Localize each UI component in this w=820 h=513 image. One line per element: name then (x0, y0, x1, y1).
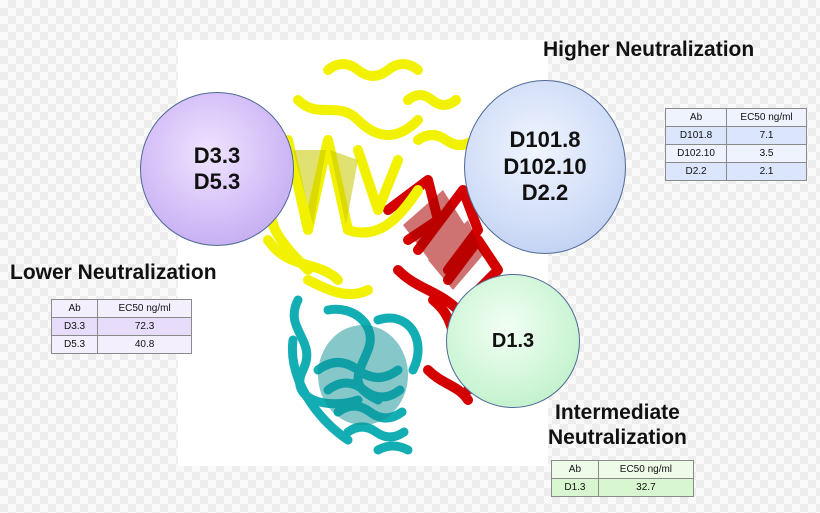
table-cell: 40.8 (97, 335, 192, 354)
table-cell: 72.3 (97, 317, 192, 336)
intermediate-neutralization-heading: Intermediate Neutralization (548, 400, 687, 450)
intermediate-ec50-table: Ab EC50 ng/ml D1.3 32.7 (551, 460, 695, 497)
lower-neutralization-heading: Lower Neutralization (10, 261, 217, 284)
yellow-shading (293, 150, 358, 225)
table-cell: D5.3 (50, 335, 99, 354)
table-cell: 3.5 (726, 144, 807, 163)
antibody-label: D102.10 (503, 153, 587, 179)
table-cell: D101.8 (664, 126, 728, 145)
table-cell: 32.7 (597, 478, 695, 497)
intermediate-neutralization-circle: D1.3 (446, 274, 580, 408)
table-row: D101.8 7.1 (664, 126, 807, 145)
table-row: D2.2 2.1 (664, 162, 807, 181)
higher-neutralization-heading: Higher Neutralization (543, 38, 755, 61)
table-header-cell: Ab (664, 108, 728, 127)
table-header-cell: EC50 ng/ml (726, 108, 807, 127)
heading-line: Intermediate (554, 401, 680, 424)
table-header-cell: EC50 ng/ml (597, 460, 695, 479)
table-header-row: Ab EC50 ng/ml (551, 460, 695, 479)
table-row: D5.3 40.8 (50, 335, 192, 354)
table-header-row: Ab EC50 ng/ml (50, 299, 192, 318)
cyan-shading (318, 325, 408, 425)
table-cell: 7.1 (726, 126, 807, 145)
protein-ribbon-image (263, 59, 503, 455)
lower-neutralization-circle: D3.3 D5.3 (140, 92, 294, 246)
antibody-label: D3.3 (193, 142, 241, 168)
table-header-cell: EC50 ng/ml (97, 299, 192, 318)
table-row: D1.3 32.7 (551, 478, 695, 497)
table-cell: D3.3 (50, 317, 99, 336)
heading-line: Neutralization (548, 426, 687, 450)
table-header-cell: Ab (50, 299, 99, 318)
antibody-label: D2.2 (521, 180, 569, 206)
table-row: D3.3 72.3 (50, 317, 192, 336)
table-header-row: Ab EC50 ng/ml (664, 108, 807, 127)
table-cell: D1.3 (551, 478, 599, 497)
antibody-label: D1.3 (491, 330, 535, 352)
higher-neutralization-circle: D101.8 D102.10 D2.2 (464, 80, 626, 254)
table-cell: D2.2 (664, 162, 728, 181)
antibody-label: D101.8 (509, 127, 581, 153)
table-row: D102.10 3.5 (664, 144, 807, 163)
antibody-label: D5.3 (193, 169, 241, 194)
table-header-cell: Ab (551, 460, 599, 479)
lower-ec50-table: Ab EC50 ng/ml D3.3 72.3 D5.3 40.8 (50, 299, 192, 354)
table-cell: D102.10 (664, 144, 728, 163)
table-cell: 2.1 (726, 162, 807, 181)
higher-ec50-table: Ab EC50 ng/ml D101.8 7.1 D102.10 3.5 D2.… (664, 108, 807, 181)
red-shading (403, 190, 483, 290)
